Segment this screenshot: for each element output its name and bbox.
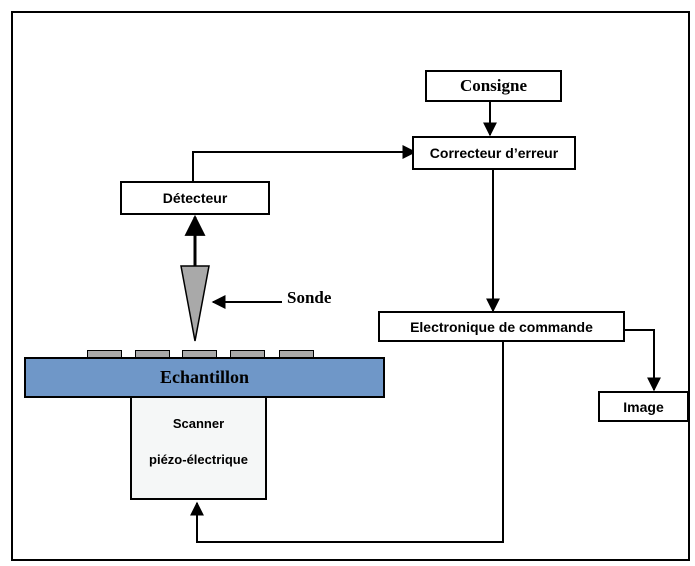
arrow-detecteur-to-correcteur bbox=[192, 145, 417, 181]
arrow-electronique-to-image bbox=[624, 329, 661, 392]
echantillon-label: Echantillon bbox=[159, 367, 250, 387]
consigne-box: Consigne bbox=[425, 70, 562, 102]
scanner-label-line2: piézo-électrique bbox=[149, 452, 248, 467]
correcteur-box: Correcteur d’erreur bbox=[412, 136, 576, 170]
sample-feature bbox=[230, 350, 265, 358]
sample-feature bbox=[135, 350, 170, 358]
echantillon-block: Echantillon bbox=[24, 357, 385, 398]
scanner-block: Scanner piézo-électrique bbox=[130, 398, 267, 500]
diagram-frame bbox=[11, 11, 690, 561]
arrow-electronique-to-scanner bbox=[190, 341, 504, 543]
sample-feature bbox=[87, 350, 122, 358]
probe-tip bbox=[180, 265, 210, 342]
sample-feature bbox=[182, 350, 217, 358]
detecteur-box: Détecteur bbox=[120, 181, 270, 215]
electronique-box: Electronique de commande bbox=[378, 311, 625, 342]
sample-feature bbox=[279, 350, 314, 358]
sonde-label: Sonde bbox=[287, 288, 332, 307]
image-box: Image bbox=[598, 391, 689, 422]
scanner-label-line1: Scanner bbox=[172, 416, 225, 431]
